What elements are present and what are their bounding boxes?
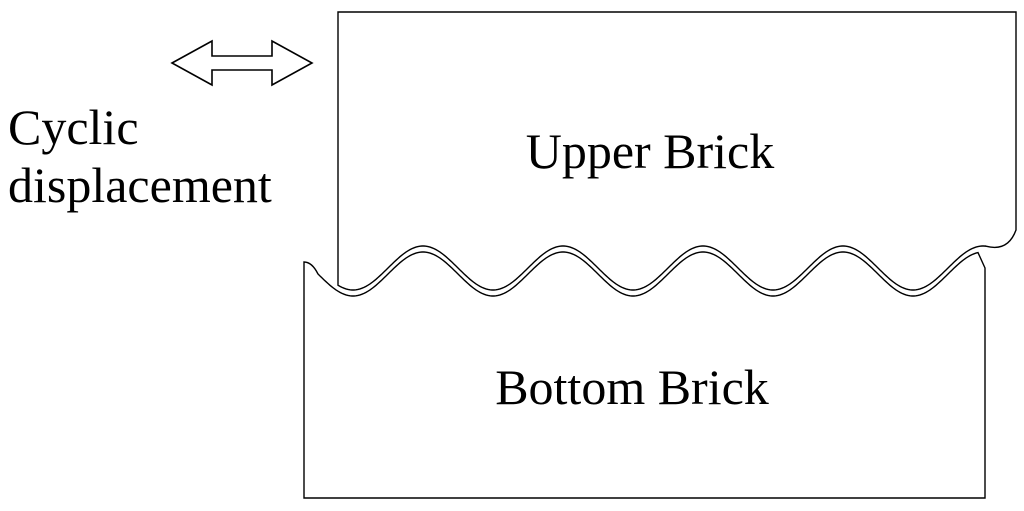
displacement-label-line-2: displacement: [8, 157, 272, 213]
upper-brick: [337, 11, 1017, 291]
bottom-brick-label: Bottom Brick: [495, 359, 769, 415]
upper-brick-label: Upper Brick: [526, 123, 775, 179]
displacement-label-line-1: Cyclic: [8, 99, 139, 155]
double-arrow-icon: [170, 39, 314, 87]
bottom-brick: [303, 251, 986, 499]
